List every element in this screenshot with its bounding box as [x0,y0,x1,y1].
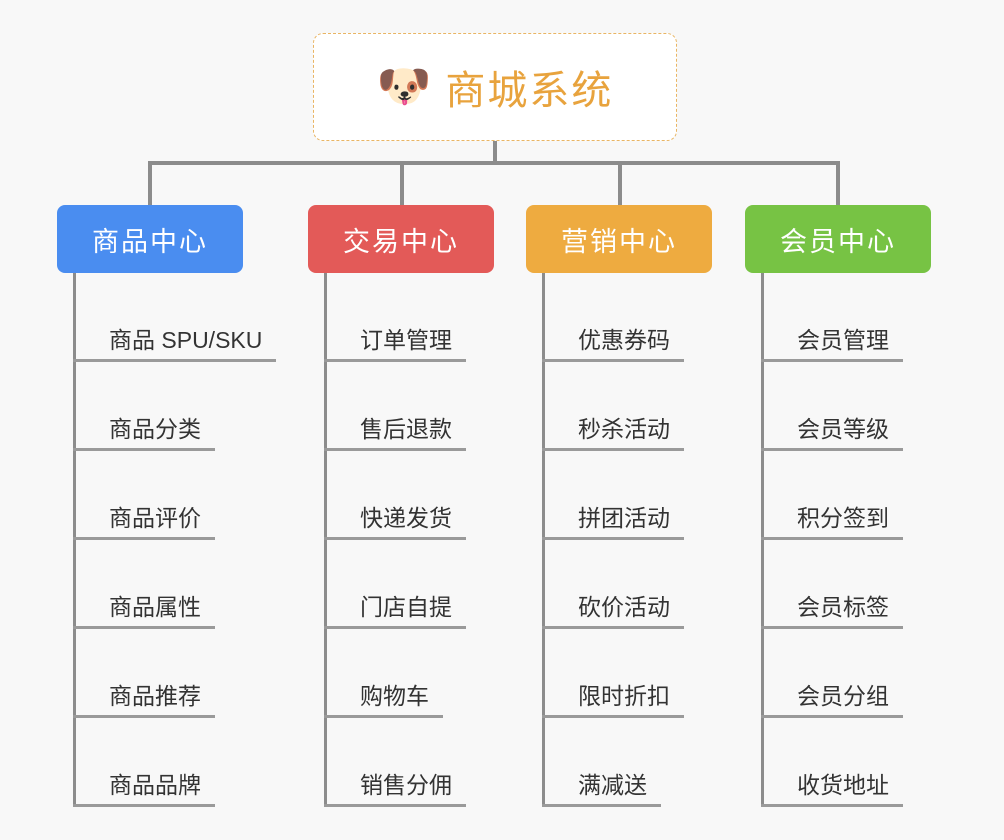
leaf-label: 门店自提 [324,594,466,629]
leaf-list-product-center: 商品 SPU/SKU 商品分类 商品评价 商品属性 商品推荐 商品品牌 [73,273,277,807]
leaf-label: 商品 SPU/SKU [73,327,277,362]
list-item[interactable]: 满减送 [542,718,684,807]
leaf-label: 商品分类 [73,416,215,451]
list-item[interactable]: 拼团活动 [542,451,684,540]
branch-member-center: 会员中心 会员管理 会员等级 积分签到 会员标签 会员分组 收货地址 [745,205,931,807]
root-node[interactable]: 🐶 商城系统 [313,33,677,141]
leaf-label: 订单管理 [324,327,466,362]
list-item[interactable]: 商品属性 [73,540,276,629]
category-title: 商品中心 [92,226,208,257]
category-header-member-center[interactable]: 会员中心 [745,205,931,273]
list-item[interactable]: 积分签到 [761,451,903,540]
leaf-label: 收货地址 [761,772,903,807]
category-title: 会员中心 [780,226,896,257]
leaf-label: 满减送 [542,772,661,807]
connector-root-stem [493,141,497,163]
category-header-trade-center[interactable]: 交易中心 [308,205,494,273]
category-header-product-center[interactable]: 商品中心 [57,205,243,273]
connector-horizontal-bar [148,161,840,165]
list-item[interactable]: 销售分佣 [324,718,466,807]
list-item[interactable]: 商品分类 [73,362,276,451]
connector-drop-2 [400,161,404,207]
leaf-label: 商品评价 [73,505,215,540]
connector-drop-1 [148,161,152,207]
list-item[interactable]: 订单管理 [324,273,466,362]
list-item[interactable]: 优惠券码 [542,273,684,362]
leaf-label: 商品属性 [73,594,215,629]
category-header-marketing-center[interactable]: 营销中心 [526,205,712,273]
root-title: 商城系统 [445,69,614,113]
list-item[interactable]: 商品 SPU/SKU [73,273,277,362]
list-item[interactable]: 快递发货 [324,451,466,540]
leaf-list-marketing-center: 优惠券码 秒杀活动 拼团活动 砍价活动 限时折扣 满减送 [542,273,684,807]
leaf-label: 会员分组 [761,683,903,718]
leaf-label: 销售分佣 [324,772,466,807]
list-item[interactable]: 砍价活动 [542,540,684,629]
list-item[interactable]: 会员管理 [761,273,903,362]
list-item[interactable]: 会员分组 [761,629,903,718]
leaf-label: 快递发货 [324,505,466,540]
list-item[interactable]: 商品评价 [73,451,276,540]
leaf-label: 拼团活动 [542,505,684,540]
leaf-label: 售后退款 [324,416,466,451]
leaf-label: 商品推荐 [73,683,215,718]
dog-face-icon: 🐶 [376,62,432,111]
list-item[interactable]: 商品推荐 [73,629,276,718]
leaf-label: 会员标签 [761,594,903,629]
list-item[interactable]: 限时折扣 [542,629,684,718]
list-item[interactable]: 门店自提 [324,540,466,629]
leaf-label: 商品品牌 [73,772,215,807]
connector-drop-3 [618,161,622,207]
branch-trade-center: 交易中心 订单管理 售后退款 快递发货 门店自提 购物车 销售分佣 [308,205,494,807]
leaf-label: 会员等级 [761,416,903,451]
list-item[interactable]: 收货地址 [761,718,903,807]
leaf-label: 限时折扣 [542,683,684,718]
category-title: 交易中心 [343,226,459,257]
leaf-list-member-center: 会员管理 会员等级 积分签到 会员标签 会员分组 收货地址 [761,273,903,807]
leaf-label: 砍价活动 [542,594,684,629]
leaf-label: 秒杀活动 [542,416,684,451]
list-item[interactable]: 会员标签 [761,540,903,629]
list-item[interactable]: 购物车 [324,629,466,718]
list-item[interactable]: 会员等级 [761,362,903,451]
list-item[interactable]: 售后退款 [324,362,466,451]
leaf-list-trade-center: 订单管理 售后退款 快递发货 门店自提 购物车 销售分佣 [324,273,466,807]
branch-product-center: 商品中心 商品 SPU/SKU 商品分类 商品评价 商品属性 商品推荐 商品品牌 [57,205,277,807]
category-title: 营销中心 [561,226,677,257]
list-item[interactable]: 秒杀活动 [542,362,684,451]
connector-drop-4 [836,161,840,207]
leaf-label: 会员管理 [761,327,903,362]
list-item[interactable]: 商品品牌 [73,718,276,807]
leaf-label: 积分签到 [761,505,903,540]
branch-marketing-center: 营销中心 优惠券码 秒杀活动 拼团活动 砍价活动 限时折扣 满减送 [526,205,712,807]
leaf-label: 购物车 [324,683,443,718]
leaf-label: 优惠券码 [542,327,684,362]
